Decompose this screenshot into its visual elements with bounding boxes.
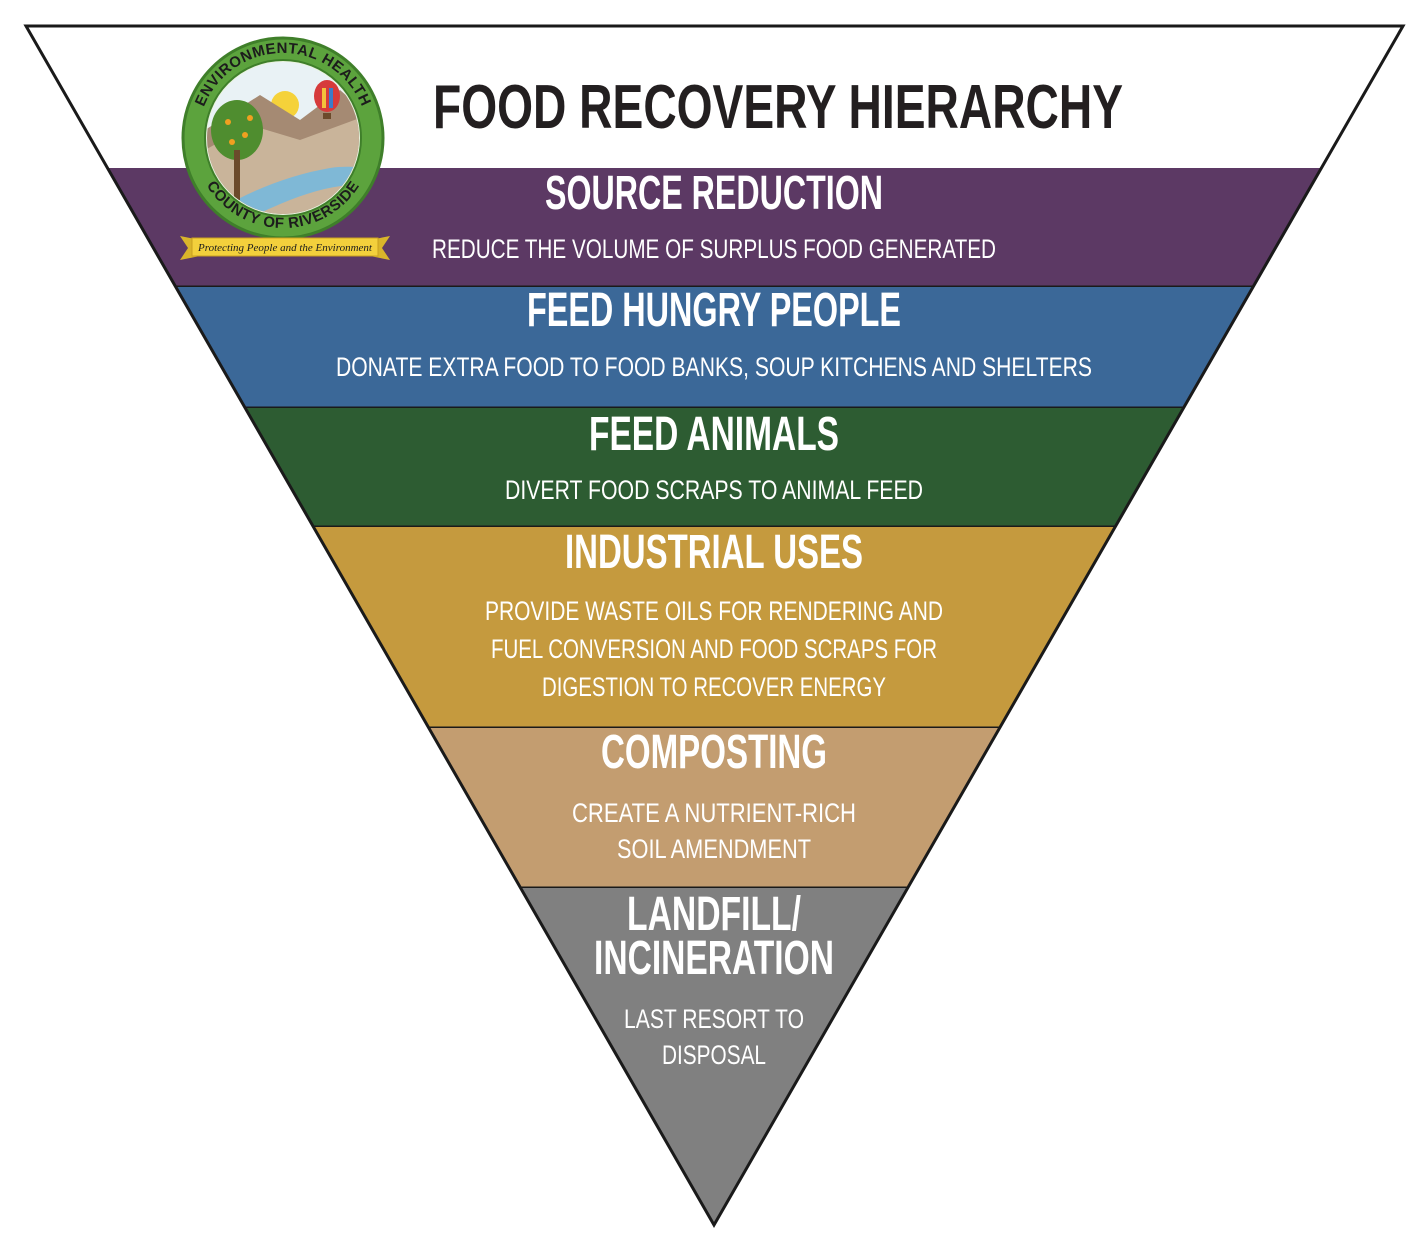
level-description-feed-animals: DIVERT FOOD SCRAPS TO ANIMAL FEED — [505, 475, 923, 505]
level-description-landfill-incineration: LAST RESORT TO — [624, 1004, 804, 1034]
level-description-industrial-uses: FUEL CONVERSION AND FOOD SCRAPS FOR — [491, 634, 937, 664]
level-description-composting: CREATE A NUTRIENT-RICH — [572, 798, 856, 828]
level-title-landfill-incineration: INCINERATION — [594, 932, 834, 985]
level-title-industrial-uses: INDUSTRIAL USES — [565, 526, 863, 579]
level-description-industrial-uses: PROVIDE WASTE OILS FOR RENDERING AND — [485, 596, 943, 626]
level-title-feed-animals: FEED ANIMALS — [589, 408, 839, 461]
hierarchy-labels: SOURCE REDUCTION REDUCE THE VOLUME OF SUR… — [336, 167, 1092, 1070]
level-description-source-reduction: REDUCE THE VOLUME OF SURPLUS FOOD GENERA… — [432, 234, 996, 264]
level-title-feed-hungry-people: FEED HUNGRY PEOPLE — [527, 284, 901, 337]
level-description-landfill-incineration: DISPOSAL — [662, 1040, 766, 1070]
page-title: FOOD RECOVERY HIERARCHY — [433, 73, 1123, 142]
band-feed-hungry-people — [26, 287, 1403, 408]
level-description-composting: SOIL AMENDMENT — [617, 834, 811, 864]
logo-banner-text: Protecting People and the Environment — [197, 242, 373, 254]
level-title-landfill-incineration: LANDFILL/ — [627, 888, 801, 941]
level-title-composting: COMPOSTING — [601, 726, 827, 779]
environmental-health-seal-logo: ENVIRONMENTAL HEALTH COUNTY OF RIVERSIDE… — [180, 36, 390, 260]
level-title-source-reduction: SOURCE REDUCTION — [545, 167, 883, 220]
hot-air-balloon-icon — [314, 80, 340, 112]
level-description-feed-hungry-people: DONATE EXTRA FOOD TO FOOD BANKS, SOUP KI… — [336, 352, 1092, 382]
triangle-outline — [23, 24, 1406, 1229]
level-description-industrial-uses: DIGESTION TO RECOVER ENERGY — [542, 672, 886, 702]
